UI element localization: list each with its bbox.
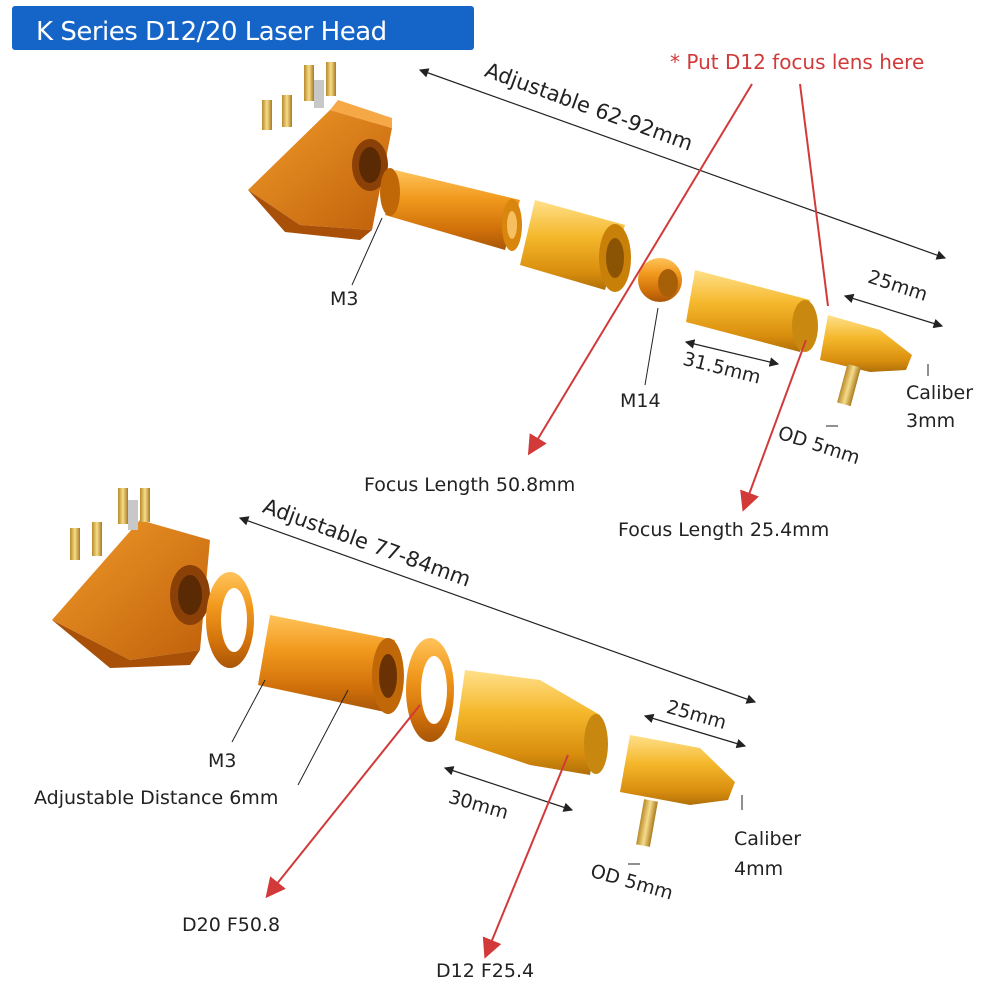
top-m14-ring [638, 258, 682, 302]
bottom-lock-ring-2 [406, 638, 454, 742]
top-knurled-nut [520, 200, 631, 292]
top-focus-50-callout [527, 83, 753, 456]
bottom-adjustable-dimension-line [238, 516, 757, 704]
bottom-caliber-label: Caliber [734, 828, 802, 850]
bottom-d20-callout [265, 704, 421, 899]
bottom-adj-distance-label: Adjustable Distance 6mm [34, 787, 279, 809]
bottom-lock-ring-1 [206, 572, 254, 668]
bottom-d12-label: D12 F25.4 [436, 960, 535, 982]
top-31-5mm-dimension-line [684, 339, 780, 367]
top-focus-25-label: Focus Length 25.4mm [618, 519, 830, 541]
bottom-caliber-value: 4mm [734, 858, 784, 880]
top-caliber-label: Caliber [906, 382, 974, 404]
bottom-adj-distance-leader [297, 689, 349, 786]
top-caliber-value: 3mm [906, 410, 956, 432]
bottom-d20-label: D20 F50.8 [182, 914, 281, 936]
top-adjustable-tube [380, 168, 522, 251]
top-focus-25-callout [740, 339, 807, 512]
top-note-label: * Put D12 focus lens here [670, 50, 925, 74]
bottom-m3-label: M3 [208, 750, 237, 772]
bottom-nozzle [620, 735, 735, 847]
bottom-mirror-mount [52, 488, 210, 668]
top-adjustable-dimension-line [418, 68, 947, 260]
page-title: K Series D12/20 Laser Head [36, 17, 387, 47]
bottom-lens-holder [455, 670, 608, 775]
top-m14-leader [644, 307, 659, 386]
top-nozzle [820, 315, 912, 407]
top-m14-label: M14 [620, 390, 661, 412]
title-banner: K Series D12/20 Laser Head [12, 6, 474, 50]
top-focus-50-label: Focus Length 50.8mm [364, 474, 576, 496]
top-lens-tube [686, 270, 818, 352]
bottom-30mm-dimension-line [443, 766, 574, 812]
top-25mm-dimension-line [843, 293, 944, 329]
bottom-d12-callout [482, 754, 569, 959]
bottom-adjustable-tube [258, 615, 404, 714]
top-m3-label: M3 [330, 288, 359, 310]
bottom-25mm-dimension-line [643, 713, 747, 749]
top-m3-leader [351, 217, 383, 286]
bottom-m3-leader [231, 679, 266, 743]
top-mirror-mount [248, 62, 392, 240]
top-note-leader [799, 83, 829, 307]
